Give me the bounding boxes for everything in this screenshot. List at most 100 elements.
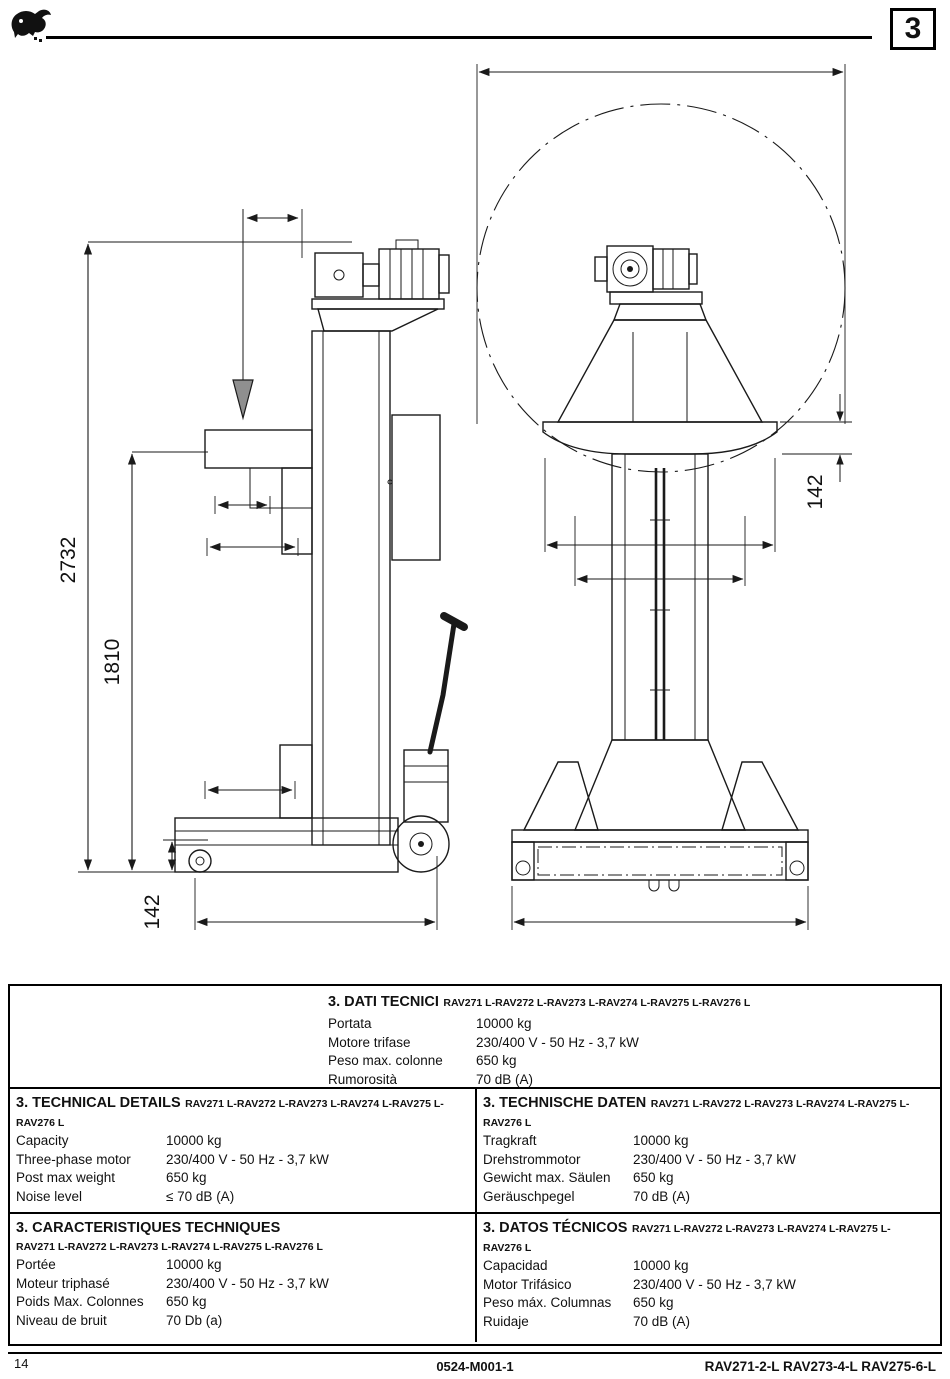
- spec-label: Capacity: [16, 1133, 69, 1148]
- section-models: RAV271 L-RAV272 L-RAV273 L-RAV274 L-RAV2…: [650, 1098, 910, 1110]
- section-title: 3. TECHNISCHE DATEN: [483, 1095, 647, 1111]
- spec-section-french: 3. CARACTERISTIQUES TECHNIQUES RAV271 L-…: [10, 1214, 477, 1342]
- section-models: RAV271 L-RAV272 L-RAV273 L-RAV274 L-RAV2…: [16, 1241, 323, 1253]
- side-base: [174, 744, 399, 873]
- spec-row: Three-phase motor 230/400 V - 50 Hz - 3,…: [16, 1151, 467, 1170]
- right-fork-gusset: [721, 761, 800, 831]
- section-title: 3. CARACTERISTIQUES TECHNIQUES: [16, 1220, 281, 1236]
- spec-label: Tragkraft: [483, 1133, 537, 1148]
- section-heading: 3. TECHNICAL DETAILS RAV271 L-RAV272 L-R…: [16, 1094, 467, 1113]
- spec-value: 230/400 V - 50 Hz - 3,7 kW: [476, 1034, 639, 1050]
- spec-value: 650 kg: [166, 1294, 207, 1309]
- section-heading: 3. DATI TECNICI RAV271 L-RAV272 L-RAV273…: [328, 993, 932, 1012]
- spec-section-spanish: 3. DATOS TÉCNICOS RAV271 L-RAV272 L-RAV2…: [477, 1214, 940, 1342]
- side-motor-assembly: [311, 239, 450, 332]
- spec-label: Post max weight: [16, 1170, 116, 1185]
- spec-value: 650 kg: [476, 1053, 517, 1068]
- plumb-cone: [232, 379, 254, 421]
- section-heading: 3. TECHNISCHE DATEN RAV271 L-RAV272 L-RA…: [483, 1094, 932, 1113]
- swing-radius-circle: [476, 103, 846, 473]
- spec-value: 10000 kg: [166, 1257, 222, 1272]
- spec-row: Portée 10000 kg: [16, 1256, 467, 1275]
- spec-value: 230/400 V - 50 Hz - 3,7 kW: [633, 1151, 796, 1167]
- spec-row: Noise level ≤ 70 dB (A): [16, 1188, 467, 1207]
- spec-row: Tragkraft 10000 kg: [483, 1132, 932, 1151]
- spec-section-italian: 3. DATI TECNICI RAV271 L-RAV272 L-RAV273…: [10, 986, 940, 1089]
- top-plate: [542, 421, 778, 455]
- dim-label-overall-height: 2732: [57, 537, 80, 584]
- dim-label-plate-height: 142: [804, 474, 827, 509]
- side-control-box: [391, 414, 441, 561]
- ram-logo-icon: [11, 9, 52, 42]
- spec-value: 10000 kg: [633, 1258, 689, 1273]
- dim-label-base-height: 142: [141, 894, 164, 929]
- front-motor-assembly: [594, 245, 703, 305]
- spec-value: 70 dB (A): [633, 1188, 691, 1204]
- doc-code: 0524-M001-1: [436, 1359, 514, 1374]
- left-fork-gusset: [522, 761, 599, 831]
- side-view-drawing: 2732 1810 142: [57, 209, 468, 930]
- spec-row: Ruidaje 70 dB (A): [483, 1313, 932, 1332]
- spec-label: Gewicht max. Säulen: [483, 1170, 611, 1185]
- section-title: 3. DATOS TÉCNICOS: [483, 1220, 628, 1236]
- spec-label: Ruidaje: [483, 1313, 529, 1329]
- spec-value: 10000 kg: [633, 1133, 689, 1148]
- spec-value: 650 kg: [166, 1170, 207, 1185]
- front-column-foot: [573, 739, 747, 831]
- spec-label: Capacidad: [483, 1258, 548, 1273]
- dim-label-lift-height: 1810: [101, 639, 124, 686]
- pump-handle: [403, 612, 468, 823]
- footer-rule: [8, 1352, 942, 1354]
- spec-label: Portée: [16, 1257, 56, 1272]
- spec-row: Rumorosità 70 dB (A): [328, 1071, 932, 1088]
- side-column: [311, 330, 391, 846]
- page-number: 14: [14, 1356, 29, 1371]
- spec-row: Capacity 10000 kg: [16, 1132, 467, 1151]
- front-column-head: [556, 303, 764, 423]
- spec-value: 650 kg: [633, 1170, 674, 1185]
- spec-row-middle: 3. TECHNICAL DETAILS RAV271 L-RAV272 L-R…: [10, 1089, 940, 1214]
- section-heading: 3. DATOS TÉCNICOS RAV271 L-RAV272 L-RAV2…: [483, 1219, 932, 1238]
- spec-label: Portata: [328, 1016, 372, 1031]
- rear-wheel: [392, 815, 450, 873]
- spec-value: 230/400 V - 50 Hz - 3,7 kW: [633, 1276, 796, 1292]
- spec-label: Rumorosità: [328, 1071, 398, 1087]
- section-models: RAV271 L-RAV272 L-RAV273 L-RAV274 L-RAV2…: [631, 1223, 891, 1235]
- front-view-drawing: 142: [476, 64, 852, 930]
- spec-label: Peso máx. Columnas: [483, 1295, 612, 1310]
- spec-row: Portata 10000 kg: [328, 1015, 932, 1034]
- section-models-continued: RAV276 L: [16, 1117, 65, 1129]
- front-base: [511, 829, 809, 892]
- spec-row: Geräuschpegel 70 dB (A): [483, 1188, 932, 1207]
- spec-section-german: 3. TECHNISCHE DATEN RAV271 L-RAV272 L-RA…: [477, 1089, 940, 1212]
- spec-row: Peso máx. Columnas 650 kg: [483, 1294, 932, 1313]
- spec-label: Moteur triphasé: [16, 1275, 110, 1291]
- spec-row: Peso max. colonne 650 kg: [328, 1052, 932, 1071]
- spec-row: Motore trifase 230/400 V - 50 Hz - 3,7 k…: [328, 1034, 932, 1053]
- header-rule: [46, 36, 872, 39]
- spec-value: 230/400 V - 50 Hz - 3,7 kW: [166, 1275, 329, 1291]
- spec-value: 10000 kg: [166, 1133, 222, 1148]
- spec-label: Motore trifase: [328, 1034, 411, 1050]
- spec-label: Niveau de bruit: [16, 1312, 107, 1328]
- section-heading: 3. CARACTERISTIQUES TECHNIQUES: [16, 1219, 467, 1237]
- spec-row: Drehstrommotor 230/400 V - 50 Hz - 3,7 k…: [483, 1151, 932, 1170]
- spec-row: Gewicht max. Säulen 650 kg: [483, 1169, 932, 1188]
- spec-value: 70 Db (a): [166, 1312, 223, 1328]
- spec-value: 10000 kg: [476, 1016, 532, 1031]
- spec-label: Three-phase motor: [16, 1151, 131, 1167]
- spec-label: Motor Trifásico: [483, 1276, 572, 1292]
- spec-label: Geräuschpegel: [483, 1188, 575, 1204]
- spec-label: Drehstrommotor: [483, 1151, 581, 1167]
- spec-value: 70 dB (A): [476, 1071, 534, 1087]
- section-models-continued: RAV276 L: [483, 1117, 532, 1129]
- spec-value: 70 dB (A): [633, 1313, 691, 1329]
- section-models: RAV271 L-RAV272 L-RAV273 L-RAV274 L-RAV2…: [443, 997, 751, 1009]
- spec-row: Capacidad 10000 kg: [483, 1257, 932, 1276]
- spec-label: Peso max. colonne: [328, 1053, 443, 1068]
- footer-models: RAV271-2-L RAV273-4-L RAV275-6-L: [704, 1359, 936, 1374]
- spec-value: 650 kg: [633, 1295, 674, 1310]
- spec-row: Moteur triphasé 230/400 V - 50 Hz - 3,7 …: [16, 1275, 467, 1294]
- section-title: 3. DATI TECNICI: [328, 994, 439, 1010]
